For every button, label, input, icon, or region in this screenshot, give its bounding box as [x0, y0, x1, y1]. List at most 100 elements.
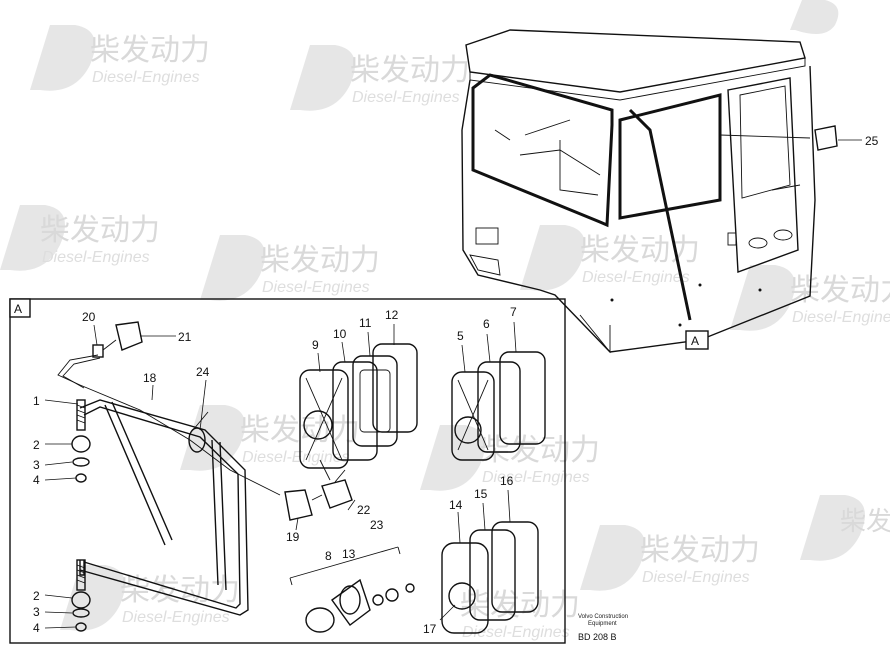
- cab-foot-right: [579, 314, 611, 354]
- watermark-brand-en: Diesel-Engines: [792, 309, 890, 326]
- watermark-brand-en: Diesel-Engines: [122, 609, 230, 626]
- mirror-housing-5-cross: [457, 379, 489, 451]
- callout-21: 21: [178, 330, 192, 344]
- watermark-brand-cn: 柴发动力: [90, 33, 210, 68]
- mirror-housing-9: [299, 369, 349, 469]
- washer-3: [72, 457, 90, 467]
- callout-3-lower: 3: [33, 605, 40, 619]
- callout-6: 6: [483, 317, 490, 331]
- cab-door-grip: [771, 184, 801, 191]
- mirror-mount-9: [303, 410, 333, 440]
- watermark-brand-cn: 柴发动力: [640, 533, 760, 568]
- cab-front-window: [471, 73, 614, 228]
- mirror-cover-12: [372, 343, 418, 433]
- callout-20: 20: [82, 310, 96, 324]
- connector-19-22-link: [311, 494, 323, 501]
- watermark-brand-cn: 柴发动力: [840, 507, 890, 537]
- mirror-mount-17: [448, 582, 476, 610]
- watermark-brand-cn: 柴发动力: [480, 433, 600, 468]
- callout-25: 25: [865, 134, 879, 148]
- watermark-6: 柴发动力 Diesel-Engines: [730, 265, 890, 331]
- watermark-2: 柴发动力 Diesel-Engines: [290, 45, 470, 111]
- cab-interior-lines: [494, 119, 601, 176]
- callout-14: 14: [449, 498, 463, 512]
- connector-19: [284, 489, 313, 521]
- cab-mirror-25: [814, 125, 838, 151]
- watermark-brand-en: Diesel-Engines: [482, 469, 590, 486]
- mirror-cable-2: [62, 357, 101, 389]
- mirror-cable: [57, 354, 281, 496]
- cab-roof-edge: [469, 58, 806, 101]
- callout-2-lower: 2: [33, 589, 40, 603]
- drawing-footer: Volvo Construction Equipment BD 208 B: [578, 614, 628, 642]
- callout-15: 15: [474, 487, 488, 501]
- watermark-9: 柴发动力 Diesel-Engines: [60, 565, 240, 631]
- watermark-brand-cn: 柴发动力: [580, 233, 700, 268]
- callout-4: 4: [33, 473, 40, 487]
- watermark-8: 柴发动力 Diesel-Engines: [420, 425, 600, 491]
- company-line-2: Equipment: [588, 621, 617, 627]
- watermark-brand-cn: 柴发动力: [260, 243, 380, 278]
- callout-8: 8: [325, 549, 332, 563]
- cab-mirror-arm-a: [628, 108, 692, 321]
- cab-mirror-arm: [719, 134, 811, 139]
- cab-door-handle: [727, 232, 737, 246]
- bushing-2-lower: [71, 591, 91, 609]
- joint-cap-8: [305, 607, 335, 633]
- watermark-brand-en: Diesel-Engines: [242, 449, 350, 466]
- callout-1: 1: [33, 394, 40, 408]
- mirror-frame-10: [332, 361, 378, 461]
- detail-a-marker: A: [14, 302, 22, 316]
- callout-10: 10: [333, 327, 347, 341]
- bracket-tube-outer: [79, 399, 249, 616]
- watermark-brand-en: Diesel-Engines: [42, 249, 150, 266]
- watermark-brand-cn: 柴发动力: [350, 53, 470, 88]
- cab-door-vent-2: [773, 229, 793, 241]
- watermark-brand-en: Diesel-Engines: [352, 89, 460, 106]
- mirror-glass-16: [491, 521, 539, 613]
- bracket-diagonal: [104, 401, 173, 546]
- mirror-glass-11: [352, 355, 398, 447]
- callout-11: 11: [359, 316, 372, 330]
- mirror-assembly-14-17: [441, 521, 539, 634]
- cab-body-outline: [461, 65, 816, 353]
- mirror-mount-5: [454, 416, 482, 444]
- watermark-11: 柴发动力: [800, 495, 890, 561]
- joint-washer: [372, 594, 384, 606]
- clamp-24: [188, 427, 206, 453]
- callout-3: 3: [33, 458, 40, 472]
- detail-a-frame: [9, 298, 566, 644]
- watermark-10: 柴发动力 Diesel-Engines: [580, 525, 760, 591]
- connectors-19-22-23: [284, 459, 353, 521]
- callout-22: 22: [357, 503, 371, 517]
- callout-17: 17: [423, 622, 437, 636]
- cab-panel-plate: [475, 227, 499, 245]
- callout-13: 13: [342, 547, 356, 561]
- bushing-2: [71, 435, 91, 453]
- watermark-brand-cn: 柴发动力: [40, 213, 160, 248]
- cab-detail-marker-box: [685, 330, 709, 350]
- cab-illustration: A: [461, 29, 838, 354]
- watermark-13: [790, 0, 839, 34]
- callout-24: 24: [196, 365, 210, 379]
- cab-door-window: [739, 85, 791, 199]
- connector-22: [321, 479, 353, 509]
- callout-5: 5: [457, 329, 464, 343]
- watermark-5: 柴发动力 Diesel-Engines: [520, 225, 700, 291]
- watermark-brand-cn: 柴发动力: [790, 273, 890, 308]
- mirror-frame-6: [477, 361, 521, 453]
- watermark-brand-en: Diesel-Engines: [582, 269, 690, 286]
- callout-12: 12: [385, 308, 399, 322]
- nut-4: [75, 473, 87, 483]
- joint-bracket-ticks: [289, 546, 401, 586]
- callout-19: 19: [286, 530, 300, 544]
- callout-16: 16: [500, 474, 514, 488]
- joint-ball-13: [339, 585, 361, 615]
- cab-detail-marker: A: [691, 334, 699, 348]
- joint-bracket-line: [289, 546, 399, 579]
- bracket-vertical: [211, 439, 227, 591]
- connector-20-21-link: [102, 339, 117, 351]
- callout-23: 23: [370, 518, 384, 532]
